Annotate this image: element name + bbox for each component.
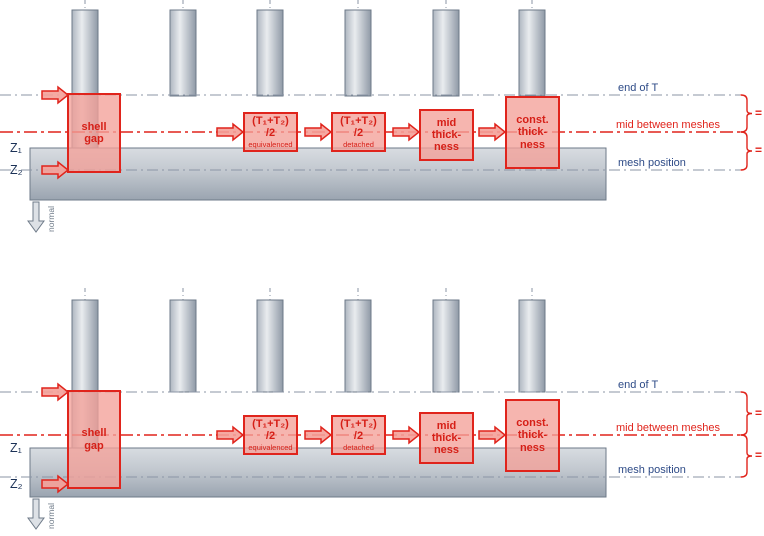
z1-label: Z₁ (10, 141, 22, 155)
brace-upper (740, 391, 753, 436)
normal-label: normal (46, 206, 56, 232)
pointer-arrow (304, 122, 333, 142)
pointer-arrow (41, 85, 70, 105)
equals-lower: = (755, 448, 763, 462)
equals-upper: = (755, 406, 763, 420)
pointer-arrow (41, 160, 70, 180)
stud-web (256, 9, 284, 97)
equals-upper: = (755, 106, 763, 120)
stud-web (518, 299, 546, 393)
pointer-arrow (478, 122, 507, 142)
end-of-t-label: end of T (618, 82, 659, 94)
mid-thickness-box: mid thick- ness (419, 412, 474, 464)
detached-note: detached (343, 442, 374, 452)
equivalenced-formula: (T₁+T₂) /2 (252, 418, 289, 443)
normal-arrow (27, 498, 45, 530)
const-thickness-label: const. thick- ness (516, 417, 549, 454)
panel-bottom-geometry (0, 288, 753, 530)
stud-web (432, 299, 460, 393)
detached-formula: (T₁+T₂) /2 (340, 418, 377, 443)
const-thickness-label: const. thick- ness (516, 114, 549, 151)
mid-between-meshes-label: mid between meshes (616, 422, 720, 434)
stud-web (256, 299, 284, 393)
shell-gap-label: shell gap (81, 120, 107, 145)
equivalenced-note: equivalenced (248, 442, 293, 452)
shell-gap-box: shell gap (67, 93, 121, 173)
shell-gap-label: shell gap (81, 427, 107, 452)
normal-label: normal (46, 503, 56, 529)
mid-thickness-box: mid thick- ness (419, 109, 474, 161)
z2-label: Z₂ (10, 163, 23, 177)
mid-thickness-label: mid thick- ness (431, 116, 462, 154)
mesh-position-label: mesh position (618, 464, 686, 476)
pointer-arrow (304, 425, 333, 445)
detached-note: detached (343, 139, 374, 149)
stud-web (169, 299, 197, 393)
pointer-arrow (392, 122, 421, 142)
const-thickness-box: const. thick- ness (505, 399, 560, 472)
detached-box: (T₁+T₂) /2 detached (331, 112, 386, 152)
pointer-arrow (216, 425, 245, 445)
mid-thickness-label: mid thick- ness (431, 419, 462, 457)
mesh-position-label: mesh position (618, 157, 686, 169)
pointer-arrow (41, 382, 70, 402)
stud-web (518, 9, 546, 97)
equivalenced-note: equivalenced (248, 139, 293, 149)
equivalenced-box: (T₁+T₂) /2 equivalenced (243, 415, 298, 455)
end-of-t-label: end of T (618, 379, 659, 391)
const-thickness-box: const. thick- ness (505, 96, 560, 169)
pointer-arrow (216, 122, 245, 142)
brace-lower (740, 131, 753, 171)
pointer-arrow (392, 425, 421, 445)
stud-web (344, 299, 372, 393)
equals-lower: = (755, 143, 763, 157)
normal-arrow (27, 201, 45, 233)
mid-between-meshes-label: mid between meshes (616, 119, 720, 131)
detached-box: (T₁+T₂) /2 detached (331, 415, 386, 455)
pointer-arrow (478, 425, 507, 445)
brace-upper (740, 94, 753, 133)
stud-web (432, 9, 460, 97)
pointer-arrow (41, 474, 70, 494)
stud-web (344, 9, 372, 97)
z1-label: Z₁ (10, 441, 22, 455)
detached-formula: (T₁+T₂) /2 (340, 115, 377, 140)
shell-gap-box: shell gap (67, 390, 121, 489)
equivalenced-formula: (T₁+T₂) /2 (252, 115, 289, 140)
stud-web (169, 9, 197, 97)
z2-label: Z₂ (10, 477, 23, 491)
brace-lower (740, 434, 753, 478)
equivalenced-box: (T₁+T₂) /2 equivalenced (243, 112, 298, 152)
